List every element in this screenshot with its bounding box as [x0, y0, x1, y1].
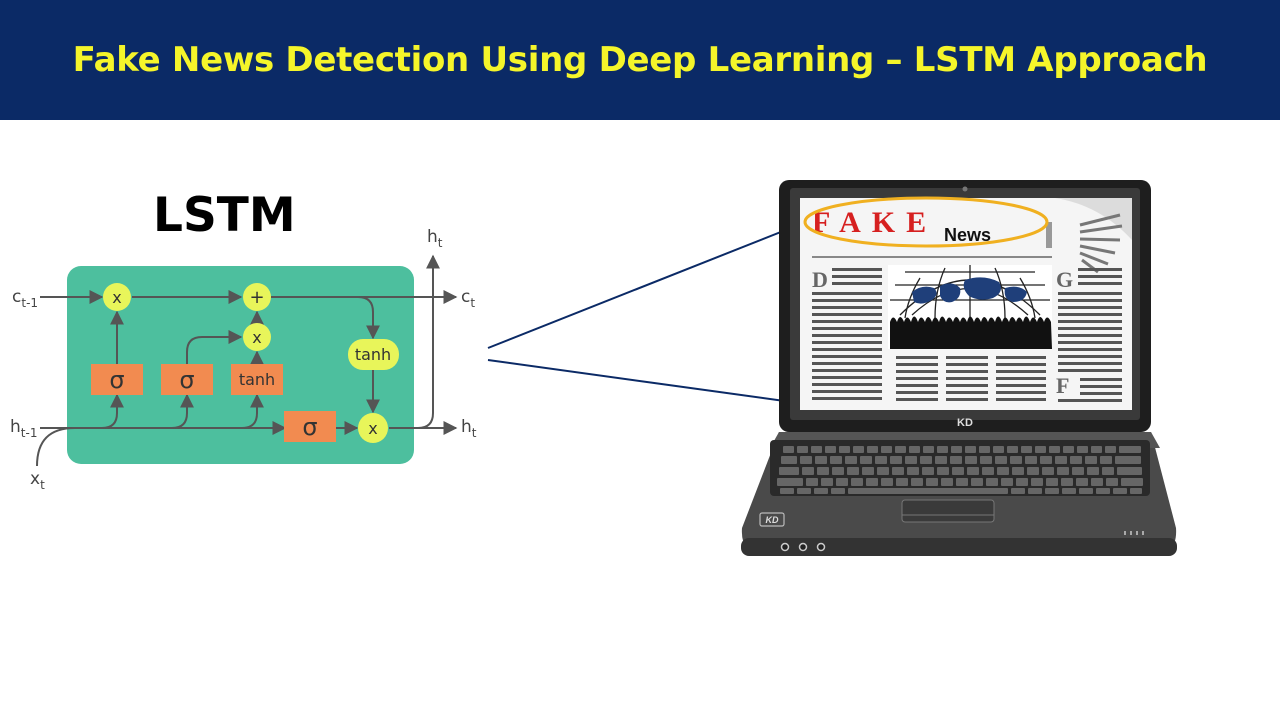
forget-gate-feed — [101, 393, 124, 429]
laptop-illustration: FAKE News D G F — [741, 180, 1177, 556]
laptop-front-edge — [741, 538, 1177, 556]
x-input-label: xt — [30, 469, 45, 492]
input-to-mult — [186, 330, 243, 365]
forget-gate-label: σ — [109, 366, 124, 394]
status-leds — [1124, 531, 1144, 535]
forget-gate — [91, 364, 143, 395]
audio-ports — [780, 542, 826, 552]
cell-to-tanh — [357, 296, 380, 340]
zoom-connector-lines — [487, 221, 807, 405]
newspaper-text-columns — [812, 256, 1122, 402]
headline-highlight — [803, 196, 1049, 248]
lstm-heading: LSTM — [153, 188, 296, 243]
touchpad — [901, 499, 995, 523]
input-multiply-label: x — [252, 328, 261, 347]
webcam-icon — [962, 186, 968, 192]
c-prev-label: ct-1 — [12, 287, 38, 310]
output-multiply-op — [358, 413, 388, 443]
drop-cap-d: D — [812, 267, 828, 292]
x-input-line — [36, 427, 76, 467]
lstm-cell-diagram: σ σ tanh σ x + x tanh x ct-1 ht-1 xt ht … — [10, 227, 477, 492]
h-out-label: ht — [461, 417, 477, 440]
cell-tanh-label: tanh — [355, 345, 391, 364]
drop-cap-g: G — [1056, 267, 1073, 292]
output-gate — [284, 411, 336, 442]
candidate-gate-label: tanh — [239, 370, 275, 389]
input-gate-label: σ — [179, 366, 194, 394]
input-gate — [161, 364, 213, 395]
output-multiply-label: x — [368, 419, 377, 438]
candidate-gate — [231, 364, 283, 395]
newspaper-subhead: News — [944, 225, 991, 245]
forget-multiply-op — [103, 283, 131, 311]
c-out-label: ct — [461, 287, 475, 310]
cell-add-op — [243, 283, 271, 311]
input-multiply-op — [243, 323, 271, 351]
drop-cap-f: F — [1056, 373, 1069, 398]
palmrest-logo: KD — [759, 512, 785, 527]
title-banner: Fake News Detection Using Deep Learning … — [0, 0, 1280, 120]
input-gate-feed — [171, 393, 194, 429]
h-prev-label: ht-1 — [10, 417, 37, 440]
globe-crowd-image — [888, 265, 1052, 349]
h-top-label: ht — [427, 227, 443, 250]
svg-text:KD: KD — [766, 515, 779, 525]
laptop-brand-logo: KD — [957, 417, 973, 429]
candidate-gate-feed — [241, 393, 264, 429]
cell-tanh-op — [348, 339, 399, 370]
forget-multiply-label: x — [112, 288, 121, 307]
cell-add-label: + — [249, 287, 264, 308]
hidden-top-line — [417, 254, 440, 429]
newspaper-screen: FAKE News D G F — [800, 196, 1132, 410]
key-grid — [777, 446, 1143, 494]
newspaper-headline: FAKE — [812, 206, 937, 239]
slide-title: Fake News Detection Using Deep Learning … — [72, 40, 1208, 80]
output-gate-label: σ — [302, 413, 317, 441]
